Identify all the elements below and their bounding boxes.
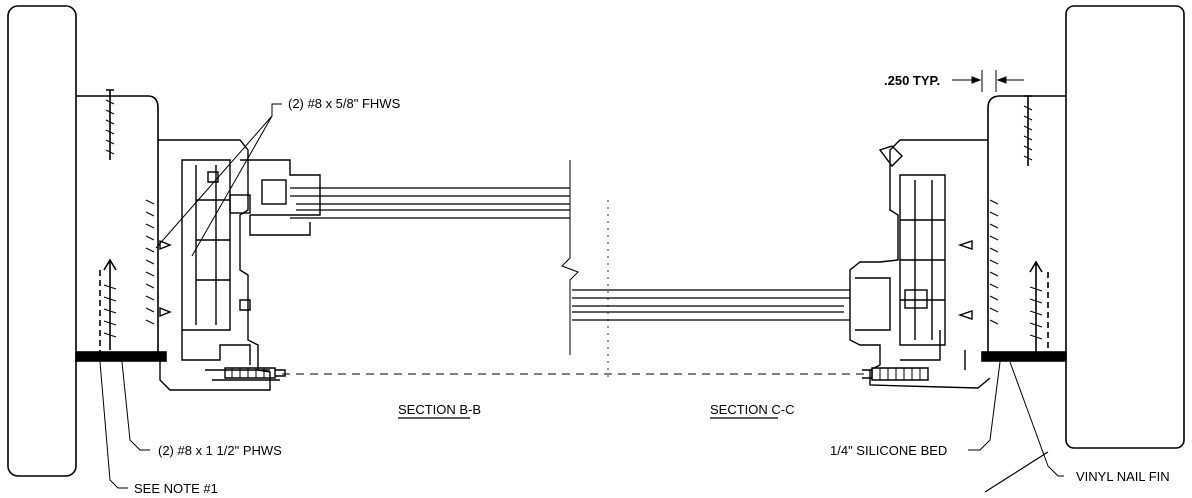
right-wall-stud [1065, 5, 1185, 449]
label-see-note: SEE NOTE #1 [134, 481, 218, 496]
right-glass-panel [572, 289, 850, 321]
sketch-stroke [984, 451, 1049, 493]
left-wall-stud [7, 5, 77, 477]
label-screw-top: (2) #8 x 5/8" FHWS [288, 96, 401, 111]
label-silicone-bed: 1/4" SILICONE BED [830, 443, 947, 458]
left-sealant-bed [75, 351, 167, 362]
label-vinyl-nail-fin: VINYL NAIL FIN [1076, 469, 1170, 484]
label-section-c: SECTION C-C [710, 402, 795, 417]
right-frame-block [987, 95, 1066, 359]
leader-see-note [99, 361, 128, 489]
right-screw-top [1023, 95, 1033, 166]
right-screw-bottom [1029, 260, 1049, 356]
right-extrusion [849, 139, 991, 389]
left-extrusion [157, 139, 321, 391]
left-frame-block [76, 95, 159, 356]
left-glass-panel [290, 187, 570, 219]
left-screw-top [105, 89, 115, 160]
label-screw-bottom: (2) #8 x 1 1/2" PHWS [158, 443, 282, 458]
left-screw-bottom [99, 258, 117, 355]
leader-screw-bottom [121, 361, 150, 451]
label-typ-dimension: .250 TYP. [884, 73, 940, 88]
label-section-b: SECTION B-B [398, 402, 481, 417]
break-line [561, 160, 579, 355]
dimension-250 [952, 70, 1024, 92]
leader-silicone [968, 361, 1001, 451]
leader-nail-fin [1009, 361, 1064, 477]
leader-screw-top [155, 103, 282, 249]
right-sealant-bed [981, 351, 1067, 362]
